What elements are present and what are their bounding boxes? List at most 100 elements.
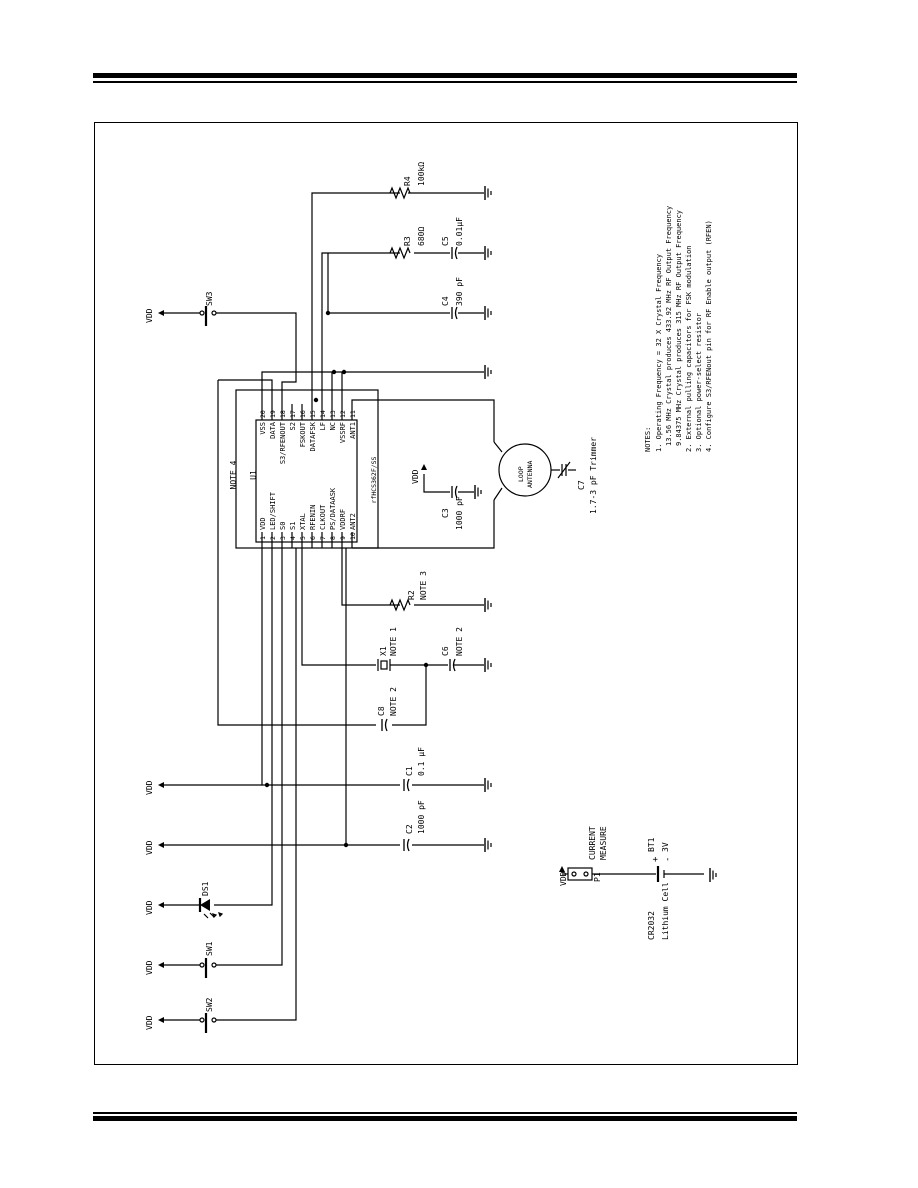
note-1a: 13.56 MHz Crystal produces 433.92 MHz RF… — [665, 206, 673, 446]
c3-ref: C3 — [441, 508, 450, 518]
notes-heading: NOTES: — [644, 427, 652, 452]
wire-lf — [321, 252, 400, 404]
r4-ref: R4 — [403, 176, 412, 186]
capacitor-c7: C7 1.7-3 pF Trimmer — [551, 437, 598, 514]
pin-num-15: 15 — [309, 410, 317, 418]
pin-num-17: 17 — [289, 410, 297, 418]
pin-name-rfenin: RFENIN — [309, 505, 317, 530]
pin-name-vss: VSS — [259, 422, 267, 435]
capacitor-c4: C4 390 pF — [441, 277, 464, 320]
pin-num-18: 18 — [279, 410, 287, 418]
pin-num-12: 12 — [339, 410, 347, 418]
resistor-r2: R2 NOTE 3 — [389, 571, 428, 612]
sw2-ref: SW2 — [205, 997, 214, 1012]
pin-num-1: 1 — [259, 536, 267, 540]
r4-value: 100kΩ — [417, 162, 426, 186]
r3-ref: R3 — [403, 236, 412, 246]
antenna-label-2: ANTENNA — [526, 461, 534, 488]
pin-num-19: 19 — [269, 410, 277, 418]
vdd-label-sw3: VDD — [145, 308, 154, 323]
pin-num-14: 14 — [319, 410, 327, 418]
battery-type: CR2032 — [647, 911, 656, 940]
capacitor-c5: C5 0.01μF — [441, 217, 464, 260]
pin-name-s0: S0 — [279, 522, 287, 530]
pin-num-10: 10 — [349, 532, 357, 540]
pin-num-5: 5 — [299, 536, 307, 540]
c5-ref: C5 — [441, 236, 450, 246]
switch-sw1: SW1 — [199, 941, 217, 978]
vdd-label-p1: VDD — [559, 871, 568, 886]
capacitor-c6: C6 NOTE 2 — [441, 627, 464, 672]
vdd-label-c3: VDD — [411, 469, 420, 484]
note-1b: 9.84375 MHz Crystal produces 315 MHz RF … — [675, 210, 683, 446]
wire-xtal — [301, 548, 376, 666]
c3-value: 1000 pF — [455, 496, 464, 530]
wire-x1-c6 — [390, 664, 448, 726]
pin-name-ps-dataask: PS/DATAASK — [329, 487, 337, 530]
r2-ref: R2 — [407, 590, 416, 600]
junctions — [264, 310, 429, 848]
wire-vss-bus — [261, 371, 484, 404]
pin-num-2: 2 — [269, 536, 277, 540]
note-2: 2. External pulling capacitors for FSK m… — [685, 245, 693, 452]
footer-rule-thick — [93, 1116, 797, 1121]
ic-designator: U1 — [249, 470, 258, 480]
x1-value: NOTE 1 — [389, 627, 398, 656]
pin-name-nc: NC — [329, 422, 337, 430]
r2-value: NOTE 3 — [419, 571, 428, 600]
note-3: 3. Optional power-select resistor — [695, 313, 703, 452]
pin-name-ant2: ANT2 — [349, 513, 357, 530]
wires — [160, 192, 495, 1021]
c7-value: 1.7-3 pF Trimmer — [589, 437, 598, 514]
pin-num-8: 8 — [329, 536, 337, 540]
wire-c8 — [217, 379, 376, 726]
c2-value: 1000 pF — [417, 800, 426, 834]
c7-ref: C7 — [577, 480, 586, 490]
capacitor-c2: C2 1000 pF — [403, 800, 426, 852]
capacitor-c8: C8 NOTE 2 — [377, 687, 398, 732]
wire-sw2 — [216, 548, 297, 1021]
vdd-label-ds1: VDD — [145, 900, 154, 915]
led-ds1: DS1 — [198, 881, 224, 919]
wire-vdd-lines — [160, 312, 346, 1021]
switch-sw3: SW3 — [199, 291, 217, 326]
bt1-minus: - — [663, 857, 673, 862]
pin-name-s3-rfenout: S3/RFENOUT — [279, 421, 287, 464]
bt1-value: 3V — [661, 842, 670, 852]
pin-num-9: 9 — [339, 536, 347, 540]
wire-vddrf — [423, 474, 450, 493]
pin-name-vdd: VDD — [259, 517, 267, 530]
notes-block: NOTES: 1. Operating Frequency = 32 X Cry… — [644, 206, 713, 452]
vdd-symbols: VDD VDD VDD VDD VDD VDD VDD VDD — [145, 308, 568, 1030]
resistor-r4: R4 100kΩ — [389, 162, 426, 200]
pin-num-13: 13 — [329, 410, 337, 418]
pin-num-6: 6 — [309, 536, 317, 540]
vdd-label-sw2: VDD — [145, 1015, 154, 1030]
vdd-label-c1: VDD — [145, 780, 154, 795]
sw3-ref: SW3 — [205, 291, 214, 306]
ic-note: NOTE 4 — [229, 460, 238, 489]
c6-value: NOTE 2 — [455, 627, 464, 656]
c2-ref: C2 — [405, 824, 414, 834]
pin-name-s1: S1 — [289, 522, 297, 530]
pin-name-datafsk: DATAFSK — [309, 421, 317, 451]
p1-ref: P1 — [593, 872, 602, 882]
ic-outline — [235, 389, 379, 549]
c5-value: 0.01μF — [455, 217, 464, 246]
wire-c4 — [327, 253, 450, 314]
pin-name-data: DATA — [269, 421, 277, 439]
ic-top-pins — [261, 404, 353, 420]
capacitor-c3: C3 1000 pF — [441, 485, 464, 530]
wire-vdd-c1 — [261, 548, 400, 786]
vdd-label-sw1: VDD — [145, 960, 154, 975]
wire-ant1 — [351, 399, 495, 442]
bt1-plus: + — [651, 856, 661, 862]
wire-sw3 — [216, 312, 297, 404]
ic-part-number: rfHCS362F/SS — [370, 456, 378, 503]
pin-num-4: 4 — [289, 536, 297, 540]
antenna-label-1: LOOP — [517, 466, 525, 482]
wire-gnd-pins — [331, 372, 343, 404]
battery-circuit: P1 CURRENT MEASURE + - BT1 3V CR2032 Lit… — [562, 826, 704, 940]
c8-ref: C8 — [377, 706, 386, 716]
pin-name-lf: LF — [319, 422, 327, 430]
